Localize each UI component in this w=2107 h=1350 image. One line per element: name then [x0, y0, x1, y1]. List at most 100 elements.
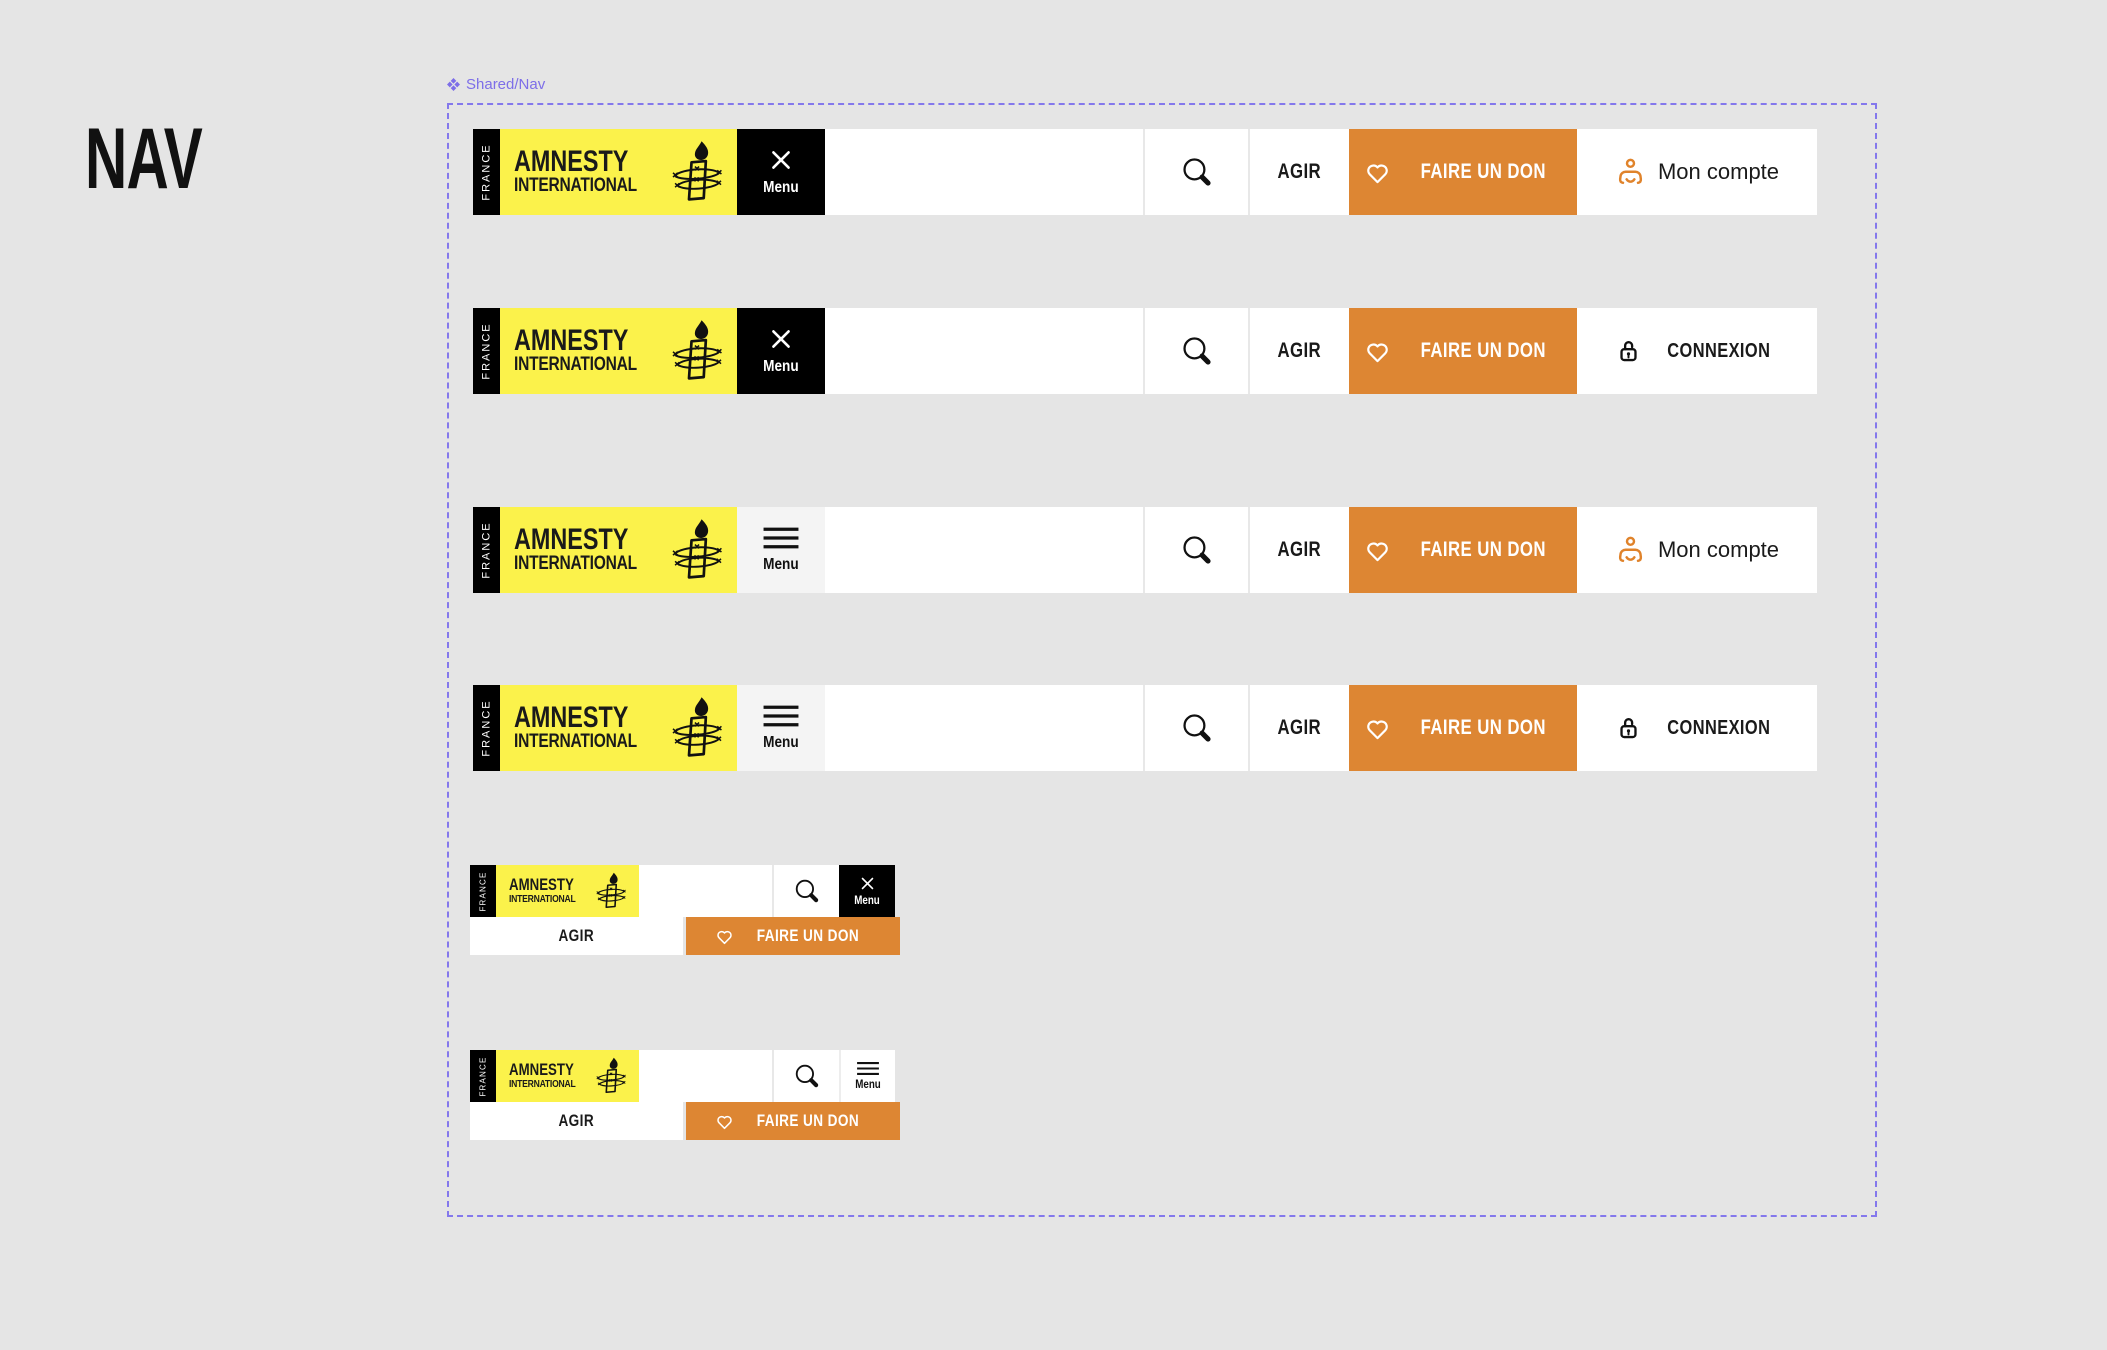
close-icon	[772, 330, 790, 348]
candle-icon	[671, 319, 723, 380]
brand-line1: AMNESTY	[508, 875, 574, 895]
agir-link[interactable]: AGIR	[470, 917, 683, 955]
menu-button[interactable]: Menu	[737, 308, 825, 394]
connexion-link[interactable]: CONNEXION	[1577, 308, 1817, 394]
search-icon	[793, 877, 821, 905]
brand-logo[interactable]: AMNESTY INTERNATIONAL	[496, 865, 639, 917]
account-person-icon	[1618, 536, 1643, 562]
brand-logo[interactable]: AMNESTY INTERNATIONAL	[500, 308, 737, 394]
account-label: Mon compte	[1657, 537, 1780, 562]
search-button[interactable]	[774, 865, 839, 917]
donate-button[interactable]: FAIRE UN DON	[1349, 129, 1577, 215]
agir-link[interactable]: AGIR	[1250, 129, 1349, 215]
agir-link[interactable]: AGIR	[1250, 507, 1349, 593]
brand-line1: AMNESTY	[514, 144, 629, 178]
donate-button[interactable]: FAIRE UN DON	[686, 917, 900, 955]
brand-logo[interactable]: AMNESTY INTERNATIONAL	[500, 507, 737, 593]
country-label: FRANCE	[480, 322, 493, 380]
search-input-area[interactable]	[639, 1050, 774, 1102]
menu-button[interactable]: Menu	[737, 507, 825, 593]
agir-link[interactable]: AGIR	[470, 1102, 683, 1140]
heart-icon	[1367, 342, 1389, 362]
component-icon	[447, 78, 460, 91]
search-icon	[1180, 533, 1214, 567]
account-person-icon	[1618, 158, 1643, 184]
brand-logo[interactable]: AMNESTY INTERNATIONAL	[500, 129, 737, 215]
menu-label: Menu	[763, 179, 799, 196]
lock-icon	[1620, 717, 1637, 738]
brand-line1: AMNESTY	[514, 323, 629, 357]
heart-icon	[1367, 163, 1389, 183]
country-strip: FRANCE	[470, 865, 496, 917]
agir-link[interactable]: AGIR	[1250, 685, 1349, 771]
navbar-mobile-closed: FRANCE AMNESTY INTERNATIONAL Menu AGIR F…	[470, 1050, 900, 1140]
heart-icon	[716, 1115, 732, 1129]
brand-logo[interactable]: AMNESTY INTERNATIONAL	[496, 1050, 639, 1102]
brand-line2: INTERNATIONAL	[508, 1077, 576, 1090]
agir-label: AGIR	[1277, 538, 1322, 561]
country-strip: FRANCE	[473, 685, 500, 771]
figma-component-label[interactable]: Shared/Nav	[447, 76, 545, 93]
search-icon	[1180, 155, 1214, 189]
country-strip: FRANCE	[473, 507, 500, 593]
menu-button[interactable]: Menu	[839, 1050, 895, 1102]
search-icon	[1180, 711, 1214, 745]
menu-button[interactable]: Menu	[737, 685, 825, 771]
donate-button[interactable]: FAIRE UN DON	[1349, 507, 1577, 593]
donate-label: FAIRE UN DON	[1420, 160, 1547, 183]
search-button[interactable]	[1145, 129, 1250, 215]
hamburger-icon	[761, 705, 801, 727]
brand-wordmark: AMNESTY INTERNATIONAL	[514, 525, 664, 575]
donate-button[interactable]: FAIRE UN DON	[686, 1102, 900, 1140]
donate-label: FAIRE UN DON	[1420, 339, 1547, 362]
search-button[interactable]	[1145, 308, 1250, 394]
donate-label: FAIRE UN DON	[1420, 716, 1547, 739]
close-icon	[772, 151, 790, 169]
search-input-area[interactable]	[825, 685, 1145, 771]
navbar-desktop-closed-connexion: FRANCE AMNESTY INTERNATIONAL Menu AGIR F…	[473, 685, 1817, 771]
search-button[interactable]	[774, 1050, 839, 1102]
agir-link[interactable]: AGIR	[1250, 308, 1349, 394]
menu-button[interactable]: Menu	[737, 129, 825, 215]
brand-line2: INTERNATIONAL	[514, 175, 637, 197]
agir-label: AGIR	[1277, 339, 1322, 362]
menu-button[interactable]: Menu	[839, 865, 895, 917]
brand-line2: INTERNATIONAL	[514, 354, 637, 376]
agir-label: AGIR	[558, 1111, 595, 1130]
brand-wordmark: AMNESTY INTERNATIONAL	[514, 323, 664, 376]
search-input-area[interactable]	[825, 308, 1145, 394]
close-icon	[861, 877, 873, 890]
brand-line2: INTERNATIONAL	[514, 553, 637, 575]
search-button[interactable]	[1145, 685, 1250, 771]
brand-logo[interactable]: AMNESTY INTERNATIONAL	[500, 685, 737, 771]
search-button[interactable]	[1145, 507, 1250, 593]
country-label: FRANCE	[480, 143, 493, 201]
candle-icon	[596, 872, 627, 909]
brand-wordmark: AMNESTY INTERNATIONAL	[508, 875, 592, 905]
donate-label: FAIRE UN DON	[756, 926, 859, 945]
brand-line2: INTERNATIONAL	[514, 731, 637, 753]
component-name: Shared/Nav	[466, 76, 546, 93]
country-label: FRANCE	[480, 521, 493, 579]
lock-icon	[1620, 340, 1637, 361]
search-icon	[1180, 334, 1214, 368]
menu-label: Menu	[763, 358, 799, 375]
menu-label: Menu	[763, 734, 799, 751]
donate-label: FAIRE UN DON	[1420, 538, 1547, 561]
search-input-area[interactable]	[639, 865, 774, 917]
country-label: FRANCE	[478, 870, 488, 912]
menu-label: Menu	[855, 1079, 881, 1091]
brand-line2: INTERNATIONAL	[508, 892, 576, 905]
donate-button[interactable]: FAIRE UN DON	[1349, 308, 1577, 394]
connexion-link[interactable]: CONNEXION	[1577, 685, 1817, 771]
search-input-area[interactable]	[825, 129, 1145, 215]
search-input-area[interactable]	[825, 507, 1145, 593]
account-link[interactable]: Mon compte	[1577, 129, 1817, 215]
connexion-label: CONNEXION	[1666, 339, 1771, 362]
candle-icon	[671, 140, 723, 201]
country-strip: FRANCE	[473, 308, 500, 394]
brand-wordmark: AMNESTY INTERNATIONAL	[508, 1061, 592, 1090]
account-link[interactable]: Mon compte	[1577, 507, 1817, 593]
donate-button[interactable]: FAIRE UN DON	[1349, 685, 1577, 771]
component-frame	[447, 103, 1877, 1217]
